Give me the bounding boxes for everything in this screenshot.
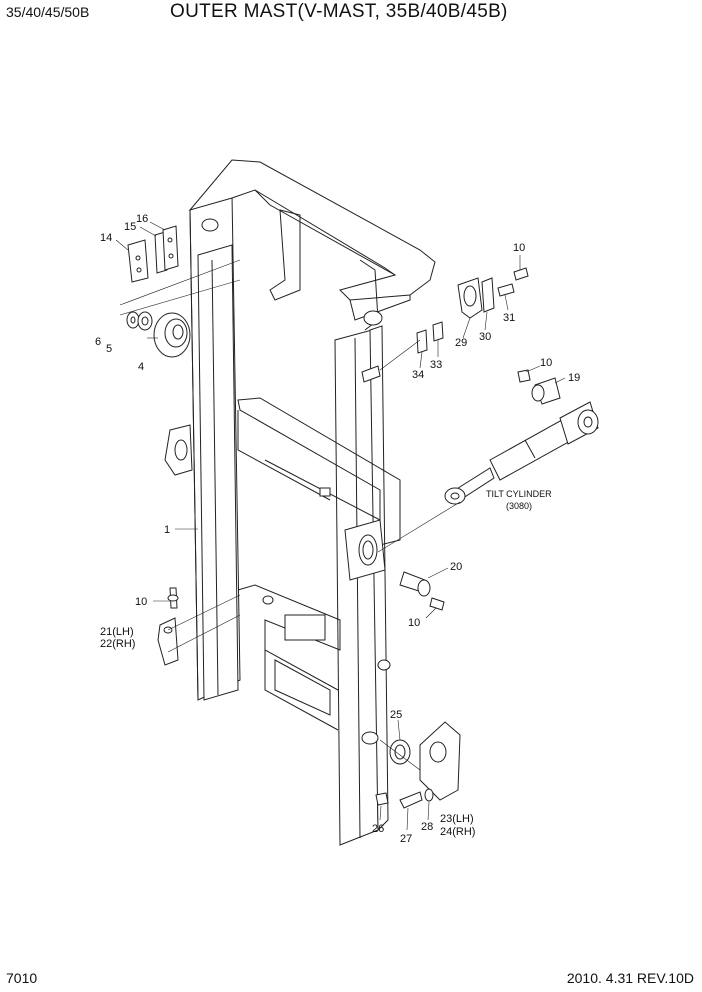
callout-27: 27 <box>400 833 412 845</box>
callout-22: 22(RH) <box>100 638 135 650</box>
callout-10-pin: 10 <box>408 617 420 629</box>
callout-20: 20 <box>450 561 462 573</box>
callout-31: 31 <box>503 312 515 324</box>
callout-19: 19 <box>568 372 580 384</box>
callout-29: 29 <box>455 337 467 349</box>
middle-crossmember <box>237 397 401 546</box>
shim-16 <box>162 225 179 271</box>
leader-lines <box>115 221 566 831</box>
bottom-crossmember <box>237 584 341 731</box>
plate-30 <box>481 277 495 313</box>
callout-14: 14 <box>100 232 112 244</box>
bolt-10d <box>167 587 179 609</box>
bracket-23-24 <box>419 721 461 801</box>
callout-26: 26 <box>372 823 384 835</box>
callout-23: 23(LH) <box>440 813 474 825</box>
top-crossmember <box>188 159 436 331</box>
shim-33 <box>432 321 444 342</box>
callout-28: 28 <box>421 821 433 833</box>
right-tilt-bracket <box>344 519 386 581</box>
revision-date: 2010. 4.31 REV.10D <box>566 970 694 986</box>
washer-5 <box>137 311 153 331</box>
plate-14 <box>127 239 149 283</box>
tilt-cylinder-ref: (3080) <box>506 501 532 511</box>
left-tilt-bracket <box>164 424 193 476</box>
callout-34: 34 <box>412 369 424 381</box>
bolt-27 <box>399 791 423 809</box>
callout-10-left: 10 <box>135 596 147 608</box>
tilt-cylinder-label: TILT CYLINDER <box>486 489 552 499</box>
callout-6: 6 <box>95 336 101 348</box>
callout-15: 15 <box>124 221 136 233</box>
bracket-21-22 <box>157 617 179 666</box>
bearing-4 <box>153 312 191 358</box>
callout-10-top: 10 <box>513 242 525 254</box>
bolt-10b <box>517 369 531 383</box>
callout-25: 25 <box>390 709 402 721</box>
callout-30: 30 <box>479 331 491 343</box>
bolt-31 <box>497 283 515 297</box>
lower-pivot <box>361 659 391 745</box>
pin-19 <box>531 377 561 405</box>
page-title: OUTER MAST(V-MAST, 35B/40B/45B) <box>170 1 508 22</box>
model-code: 35/40/45/50B <box>6 4 90 20</box>
top-roller <box>201 218 383 326</box>
callout-24: 24(RH) <box>440 826 475 838</box>
nut-26 <box>375 792 389 806</box>
bolt-10a <box>513 267 529 281</box>
pin-20 <box>399 571 431 597</box>
shim-34 <box>416 329 428 354</box>
block-34 <box>361 365 381 383</box>
callout-33: 33 <box>430 359 442 371</box>
callout-4: 4 <box>138 361 144 373</box>
bushing-25 <box>389 739 411 765</box>
callout-21: 21(LH) <box>100 626 134 638</box>
right-upright-rail <box>334 325 389 846</box>
callout-16: 16 <box>136 213 148 225</box>
bolt-10c <box>429 597 445 611</box>
callout-10-cyl: 10 <box>540 357 552 369</box>
page-number: 7010 <box>6 970 38 986</box>
washer-28 <box>424 788 434 802</box>
left-upright-rail <box>189 194 241 701</box>
tilt-cylinder <box>444 401 599 505</box>
washer-6 <box>126 311 140 329</box>
callout-5: 5 <box>106 343 112 355</box>
clamp-29 <box>457 277 483 319</box>
callout-1: 1 <box>164 524 170 536</box>
